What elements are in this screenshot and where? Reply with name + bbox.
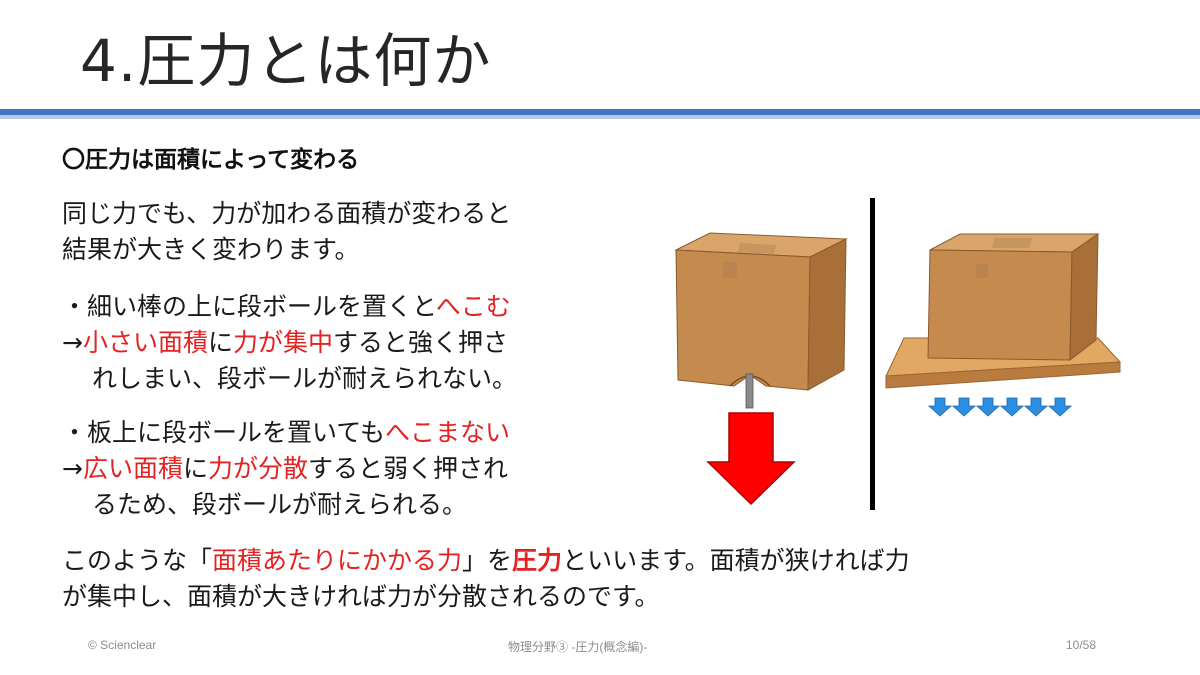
text-segment: に (182, 454, 208, 483)
footer-deck-title: 物理分野③ -圧力(概念編)- (508, 640, 648, 654)
highlight-text: 広い面積 (82, 454, 183, 483)
box-label (976, 264, 988, 278)
small-force-arrow (927, 397, 953, 417)
bullet-rod-line-1: ・細い棒の上に段ボールを置くとへこむ (62, 289, 517, 325)
section-heading: 〇圧力は面積によって変わる (62, 147, 360, 173)
arrow-glyph: → (62, 454, 83, 483)
bullet-board: ・板上に段ボールを置いてもへこまない →広い面積に力が分散すると弱く押され るた… (62, 415, 510, 523)
box-front-face (675, 249, 811, 391)
summary-line-1: このような「面積あたりにかかる力」を圧力といいます。面積が狭ければ力 (62, 543, 910, 579)
footer-copyright: © Scienclear (88, 638, 157, 652)
summary-text: このような「面積あたりにかかる力」を圧力といいます。面積が狭ければ力 が集中し、… (62, 543, 910, 615)
cardboard-box-on-board-icon (885, 233, 1122, 389)
highlight-text: へこむ (435, 292, 511, 321)
small-force-arrow (999, 397, 1025, 417)
bullet-board-line-2: →広い面積に力が分散すると弱く押され (62, 451, 510, 487)
small-force-arrow (1023, 397, 1049, 417)
box-tape (738, 243, 776, 254)
summary-line-2: が集中し、面積が大きければ力が分散されるのです。 (62, 582, 660, 611)
text-segment: 」を (462, 546, 513, 575)
text-segment: に (207, 328, 233, 357)
thin-rod (745, 373, 754, 409)
box-side-face (807, 238, 847, 391)
title-divider-shadow (0, 115, 1200, 119)
highlight-text: 面積あたりにかかる力 (212, 546, 463, 575)
vertical-divider (870, 198, 875, 510)
big-force-arrow (706, 412, 796, 506)
cardboard-box-on-rod-icon (674, 232, 848, 409)
small-force-arrow (975, 397, 1001, 417)
pressure-illustration (674, 198, 1122, 510)
text-segment: すると弱く押され (308, 454, 509, 483)
arrow-down-icon (927, 397, 1073, 417)
board-front (885, 361, 1121, 389)
text-segment: ・細い棒の上に段ボールを置くと (62, 292, 436, 321)
bullet-rod-line-3: れしまい、段ボールが耐えられない。 (92, 364, 518, 393)
intro-text: 同じ力でも、力が加わる面積が変わると 結果が大きく変わります。 (62, 196, 511, 268)
box-label (723, 262, 737, 278)
highlight-text: へこまない (385, 418, 511, 447)
small-force-arrow (1047, 397, 1073, 417)
text-segment: ・板上に段ボールを置いても (62, 418, 386, 447)
title-divider (0, 109, 1200, 115)
pressure-term: 圧力 (512, 546, 563, 575)
arrow-down-icon (706, 412, 796, 506)
text-segment: このような「 (62, 546, 213, 575)
bullet-rod: ・細い棒の上に段ボールを置くとへこむ →小さい面積に力が集中すると強く押さ れし… (62, 289, 517, 397)
bullet-board-line-1: ・板上に段ボールを置いてもへこまない (62, 415, 510, 451)
box-tape (992, 238, 1032, 248)
box-side-face (1069, 233, 1099, 362)
footer-page-number: 10/58 (1066, 638, 1097, 652)
arrow-glyph: → (62, 328, 83, 357)
bullet-rod-line-2: →小さい面積に力が集中すると強く押さ (62, 325, 517, 361)
small-force-arrow (951, 397, 977, 417)
intro-line-1: 同じ力でも、力が加わる面積が変わると (62, 199, 512, 228)
highlight-text: 力が集中 (232, 328, 333, 357)
slide-title: 4.圧力とは何か (80, 27, 492, 95)
text-segment: すると強く押さ (333, 328, 509, 357)
bullet-board-line-3: るため、段ボールが耐えられる。 (92, 490, 468, 519)
intro-line-2: 結果が大きく変わります。 (62, 235, 360, 264)
highlight-text: 力が分散 (207, 454, 308, 483)
box-front-face (927, 249, 1073, 361)
highlight-text: 小さい面積 (82, 328, 208, 357)
text-segment: といいます。面積が狭ければ力 (562, 546, 910, 575)
